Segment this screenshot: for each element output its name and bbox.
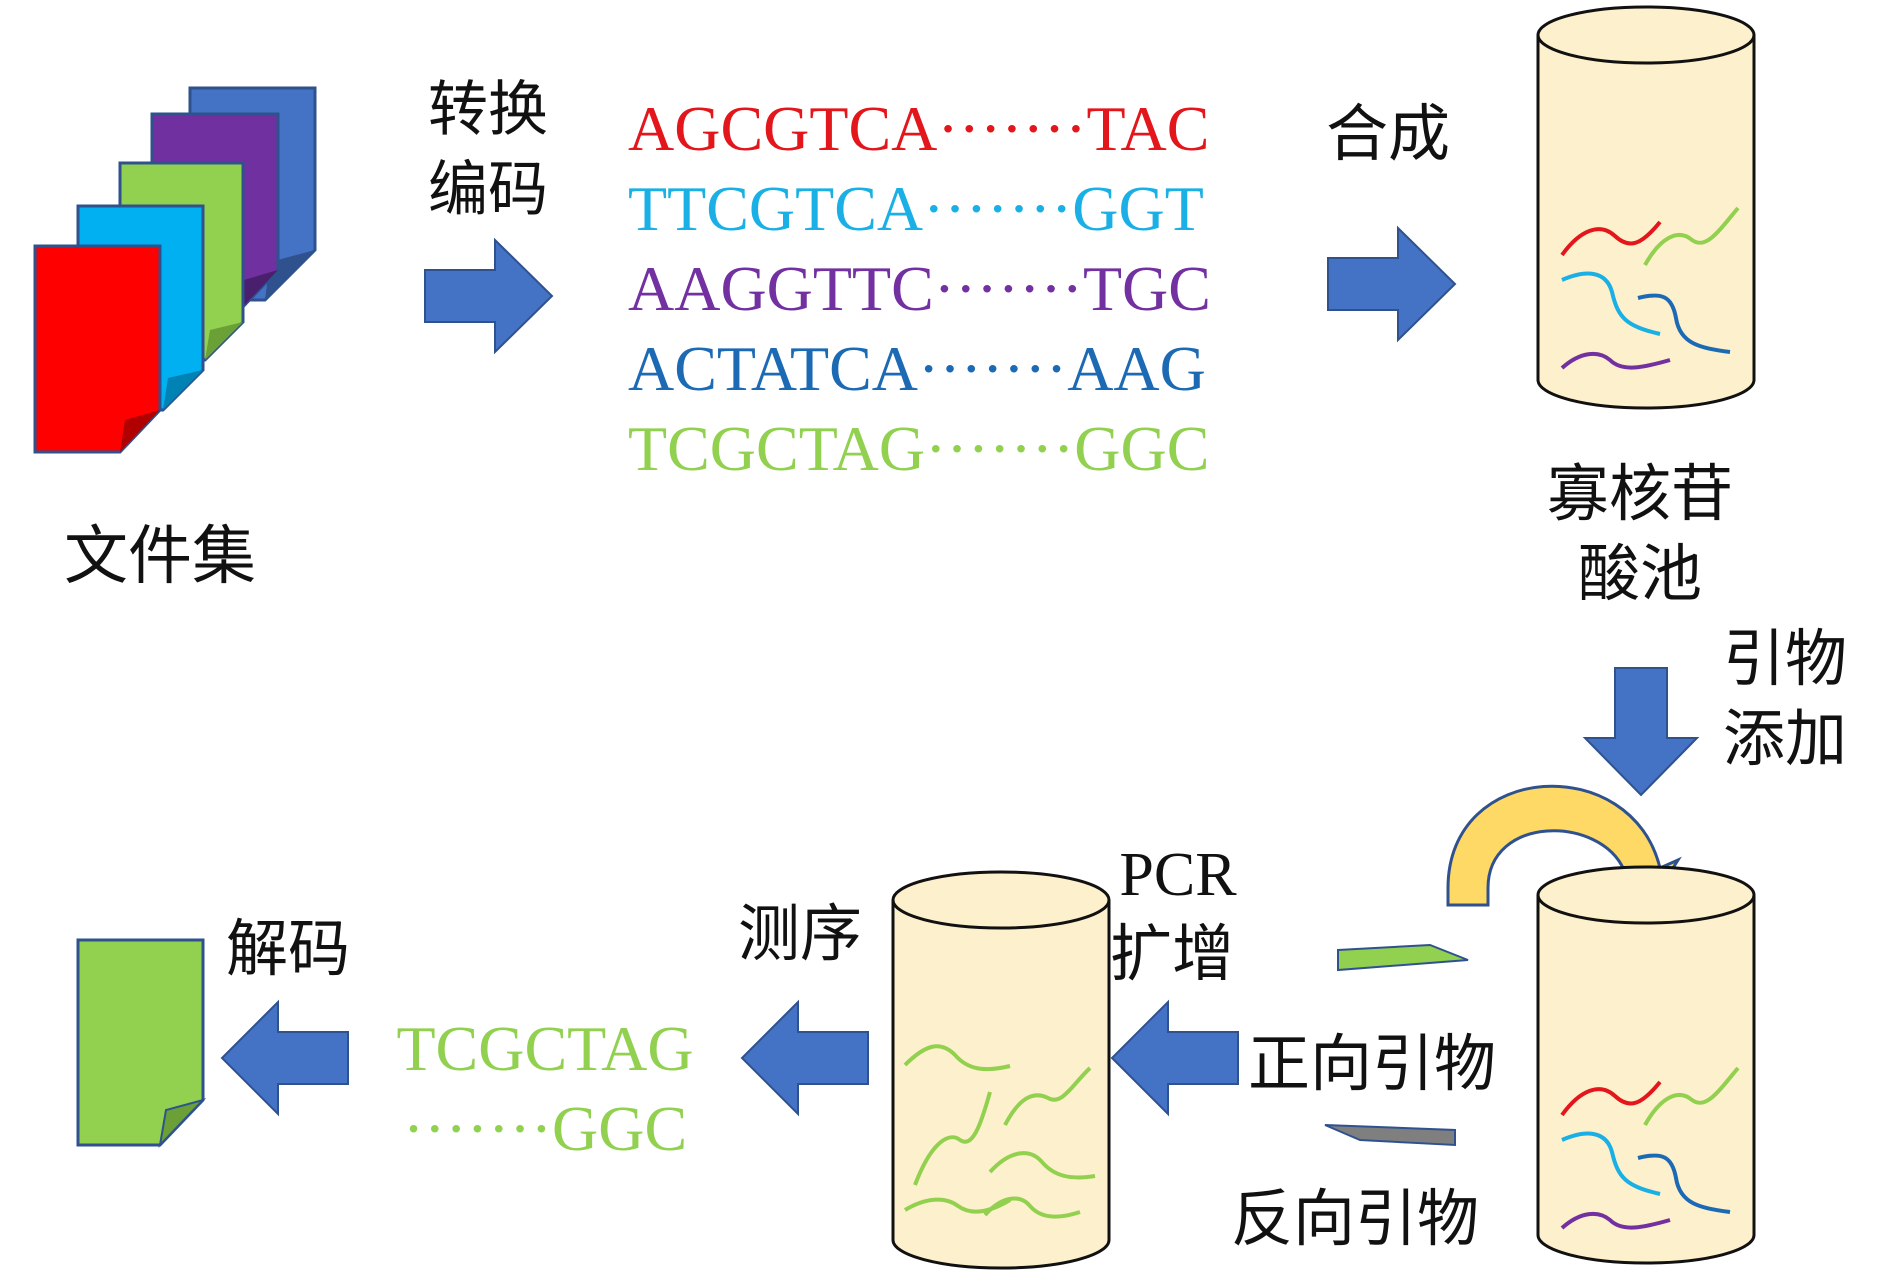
strand-green xyxy=(1643,206,1740,266)
sequencing-arrow-left-icon xyxy=(740,999,869,1117)
strand-cyan xyxy=(1561,1131,1661,1196)
amplified-pool-cylinder-icon xyxy=(891,870,1111,1270)
sequence-5: TCGCTAG·······GGC xyxy=(628,413,1209,484)
strand-cyan xyxy=(1561,271,1661,336)
reverse-primer-label: 反向引物 xyxy=(1231,1182,1479,1255)
pcr-arrow-left-icon xyxy=(1110,999,1239,1117)
decoded-sequence-line2: ·······GGC xyxy=(403,1093,687,1164)
decoded-sequence-line1: TCGCTAG xyxy=(396,1013,693,1084)
synthesis-arrow-right-icon xyxy=(1327,225,1457,343)
decode-arrow-left-icon xyxy=(220,999,349,1117)
strand-green xyxy=(903,1044,1011,1072)
forward-primer-icon xyxy=(1337,943,1469,972)
strand-green xyxy=(983,1196,1081,1219)
primer-add-label-line2: 添加 xyxy=(1723,702,1847,775)
sequencing-label: 测序 xyxy=(738,897,862,970)
pool-label-line2: 酸池 xyxy=(1578,537,1702,610)
strand-blue xyxy=(1637,1153,1731,1214)
sequence-4: ACTATCA·······AAG xyxy=(628,333,1206,404)
primed-pool-cylinder-icon xyxy=(1536,865,1756,1265)
strand-blue xyxy=(1637,293,1731,354)
strand-green xyxy=(913,1091,992,1186)
strand-purple xyxy=(1560,1211,1671,1230)
sequence-list: AGCGTCA·······TAC TTCGTCA·······GGT AAGG… xyxy=(628,93,1211,484)
strand-red xyxy=(1560,220,1662,257)
sequence-1: AGCGTCA·······TAC xyxy=(628,93,1209,164)
pcr-label-line1: PCR xyxy=(1119,841,1237,909)
sequence-3: AAGGTTC·······TGC xyxy=(628,253,1211,324)
file-icon-red xyxy=(33,244,162,454)
file-set-label: 文件集 xyxy=(64,520,256,594)
strand-green xyxy=(988,1151,1096,1180)
strand-green xyxy=(1643,1066,1740,1126)
reverse-primer-icon xyxy=(1324,1124,1456,1147)
convert-label-line2: 编码 xyxy=(428,155,548,225)
encode-arrow-right-icon xyxy=(424,237,554,355)
forward-primer-label: 正向引物 xyxy=(1248,1027,1496,1100)
strand-green xyxy=(1003,1066,1092,1126)
oligo-pool-cylinder-icon xyxy=(1536,5,1756,410)
synthesis-label: 合成 xyxy=(1326,97,1450,170)
output-file-icon xyxy=(76,938,207,1149)
strand-red xyxy=(1560,1080,1662,1117)
strand-purple xyxy=(1560,351,1671,370)
primer-add-label-line1: 引物 xyxy=(1723,622,1847,695)
pcr-label-line2: 扩增 xyxy=(1110,917,1234,990)
sequence-2: TTCGTCA·······GGT xyxy=(628,173,1204,244)
convert-label-line1: 转换 xyxy=(428,75,548,145)
file-stack-icon xyxy=(33,86,317,454)
pool-label-line1: 寡核苷 xyxy=(1547,457,1733,530)
primer-add-arrow-down-icon xyxy=(1582,667,1700,797)
decoding-label: 解码 xyxy=(226,912,350,985)
